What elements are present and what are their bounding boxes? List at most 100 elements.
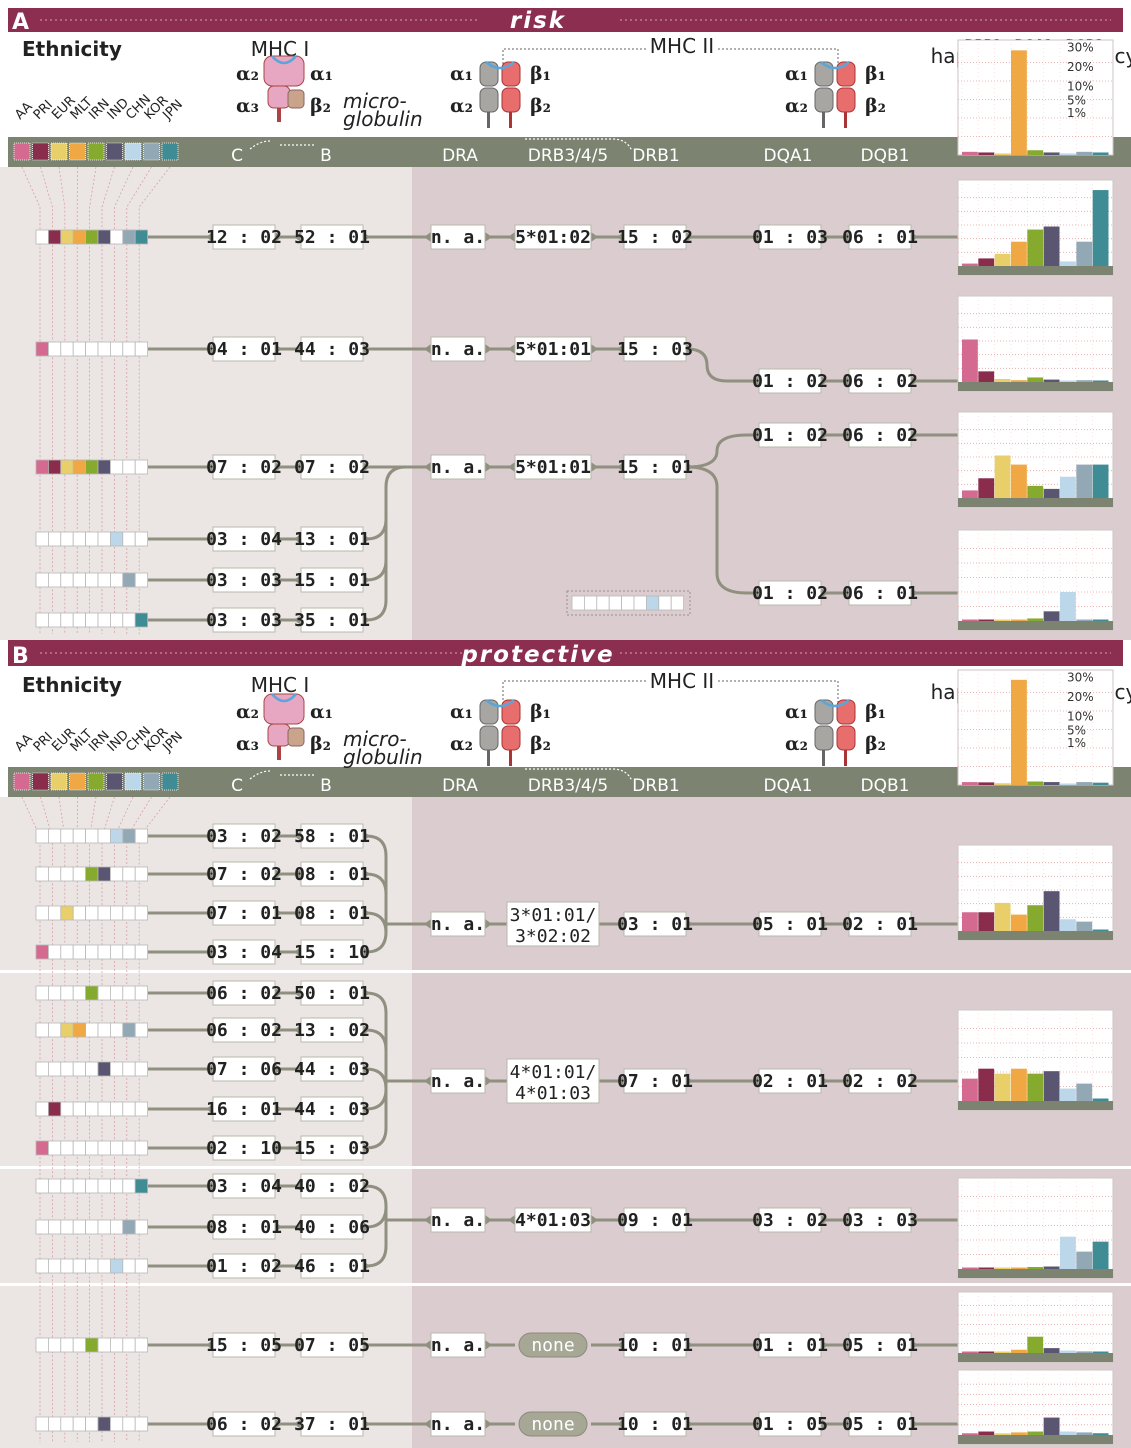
c-b-link — [249, 140, 314, 150]
frequency-chart — [957, 295, 1114, 392]
ethnicity-cell — [72, 531, 86, 547]
chart-bar-irn — [1027, 485, 1044, 498]
chart-tick-label: 1% — [1067, 106, 1086, 120]
hla-b-allele-text: 15 : 10 — [294, 942, 370, 963]
hla-c-allele-text: 07 : 06 — [206, 1059, 282, 1080]
hla-dqa1-allele-text: 01 : 05 — [752, 1414, 828, 1435]
alpha1-label: α₁ — [310, 63, 333, 85]
ethnicity-cell — [97, 828, 111, 844]
ethnicity-cell — [60, 1101, 74, 1117]
hla-c-allele-box — [212, 1135, 276, 1161]
gene-label: DQB1 — [861, 146, 910, 166]
ethnicity-cell — [110, 905, 124, 921]
chart-bar-jpn — [1092, 1098, 1109, 1101]
hla-c-allele-text: 16 : 01 — [206, 1099, 282, 1120]
mhc2-groove — [820, 61, 850, 70]
floating-ethnicity-cell — [621, 595, 635, 611]
hla-dra-allele-box — [430, 454, 486, 480]
hla-b-allele-text: 46 : 01 — [294, 1256, 370, 1277]
mhc2-alpha2-label: α₂ — [785, 733, 808, 755]
chart-bar-jpn — [1092, 1433, 1109, 1435]
chart-bar-mlt — [1011, 619, 1027, 621]
chart-bar-aa — [962, 263, 978, 266]
panel-title: risk — [510, 8, 566, 34]
ethnicity-guide — [138, 796, 171, 1442]
join — [365, 1028, 388, 1081]
join — [365, 872, 388, 924]
ethnicity-cell — [85, 1258, 99, 1274]
ethnicity-cell — [48, 459, 62, 475]
ethnicity-cell — [48, 828, 62, 844]
chart-bar-irn — [1027, 1431, 1044, 1435]
hla-drb1-allele-box — [623, 454, 687, 480]
mhc2-beta2-label: β₂ — [865, 733, 886, 755]
ethnicity-cell — [35, 531, 49, 547]
mhc2-bracket — [502, 680, 839, 704]
hla-dqb1-allele-box — [848, 580, 912, 606]
ethnicity-cell — [85, 985, 99, 1001]
hla-dra-allele-box — [430, 1068, 486, 1094]
chart-bar-mlt — [1011, 1267, 1027, 1269]
chart-bar-chn — [1060, 592, 1076, 621]
ethnicity-cell — [60, 612, 74, 628]
hla-b-allele-box — [300, 1017, 364, 1043]
ethnicity-cell — [60, 1140, 74, 1156]
hla-dqb1-allele-box — [848, 1207, 912, 1233]
hla-dqa1-allele-box — [758, 368, 822, 394]
ethnicity-cell — [35, 1101, 49, 1117]
mhc1-alpha3-domain — [267, 85, 291, 109]
ethnicity-cell — [97, 531, 111, 547]
mhc1-label: MHC I — [251, 673, 310, 697]
hla-c-allele-box — [212, 900, 276, 926]
hla-dqa1-allele-box — [758, 1068, 822, 1094]
hla-drb345-allele-text: 5*01:02 — [515, 227, 591, 248]
ethnicity-swatch — [161, 772, 179, 791]
ethnicity-cell — [110, 612, 124, 628]
ethnicity-cell — [48, 1258, 62, 1274]
ethnicity-heading: Ethnicity — [22, 37, 122, 61]
hla-dra-allele-text: n. a. — [431, 914, 485, 935]
join — [365, 1220, 388, 1268]
hla-b-allele-box — [300, 454, 364, 480]
ethnicity-cell — [85, 1022, 99, 1038]
ethnicity-cell — [122, 612, 136, 628]
gene-label: DRB3/4/5 — [528, 776, 608, 796]
hla-drb345-box — [506, 901, 600, 947]
hla-dra-allele-box — [430, 1332, 486, 1358]
hla-dqb1-allele-box — [848, 368, 912, 394]
ethnicity-cell — [85, 1178, 99, 1194]
hla-dqa1-allele-box — [758, 422, 822, 448]
hla-c-allele-text: 08 : 01 — [206, 1217, 282, 1238]
ethnicity-cell — [134, 1219, 148, 1235]
hla-b-allele-text: 13 : 02 — [294, 1020, 370, 1041]
chart-baseline — [958, 266, 1113, 275]
hla-b-allele-text: 58 : 01 — [294, 826, 370, 847]
chart-bar-irn — [1027, 1336, 1044, 1353]
ethnicity-cell — [60, 459, 74, 475]
ethnicity-cell — [35, 572, 49, 588]
ethnicity-swatch — [143, 772, 160, 791]
mhc2-groove — [485, 61, 515, 70]
ethnicity-cell — [35, 229, 49, 245]
hla-c-allele-box — [212, 1173, 276, 1199]
ethnicity-cell — [35, 944, 49, 960]
hla-b-allele-text: 08 : 01 — [294, 903, 370, 924]
hla-drb345-allele-box — [514, 336, 592, 362]
gene-label: DQB1 — [861, 776, 910, 796]
chart-bar-jpn — [1092, 782, 1109, 785]
hla-c-allele-box — [212, 861, 276, 887]
ethnicity-cell — [122, 828, 136, 844]
ethnicity-cell — [35, 612, 49, 628]
mhc2-alpha2-domain — [814, 725, 834, 751]
hla-b-allele-text: 15 : 03 — [294, 1138, 370, 1159]
mhc2-beta2-domain — [836, 725, 856, 751]
ethnicity-cell — [72, 459, 86, 475]
ethnicity-cell — [122, 1061, 136, 1077]
chart-tick-label: 10% — [1067, 710, 1094, 724]
ethnicity-cell — [85, 531, 99, 547]
chart-bar-chn — [1060, 1431, 1076, 1435]
hla-drb345-allele-box — [514, 454, 592, 480]
microglobulin-label: micro- — [343, 89, 407, 113]
chart-bar-pri — [978, 258, 995, 266]
